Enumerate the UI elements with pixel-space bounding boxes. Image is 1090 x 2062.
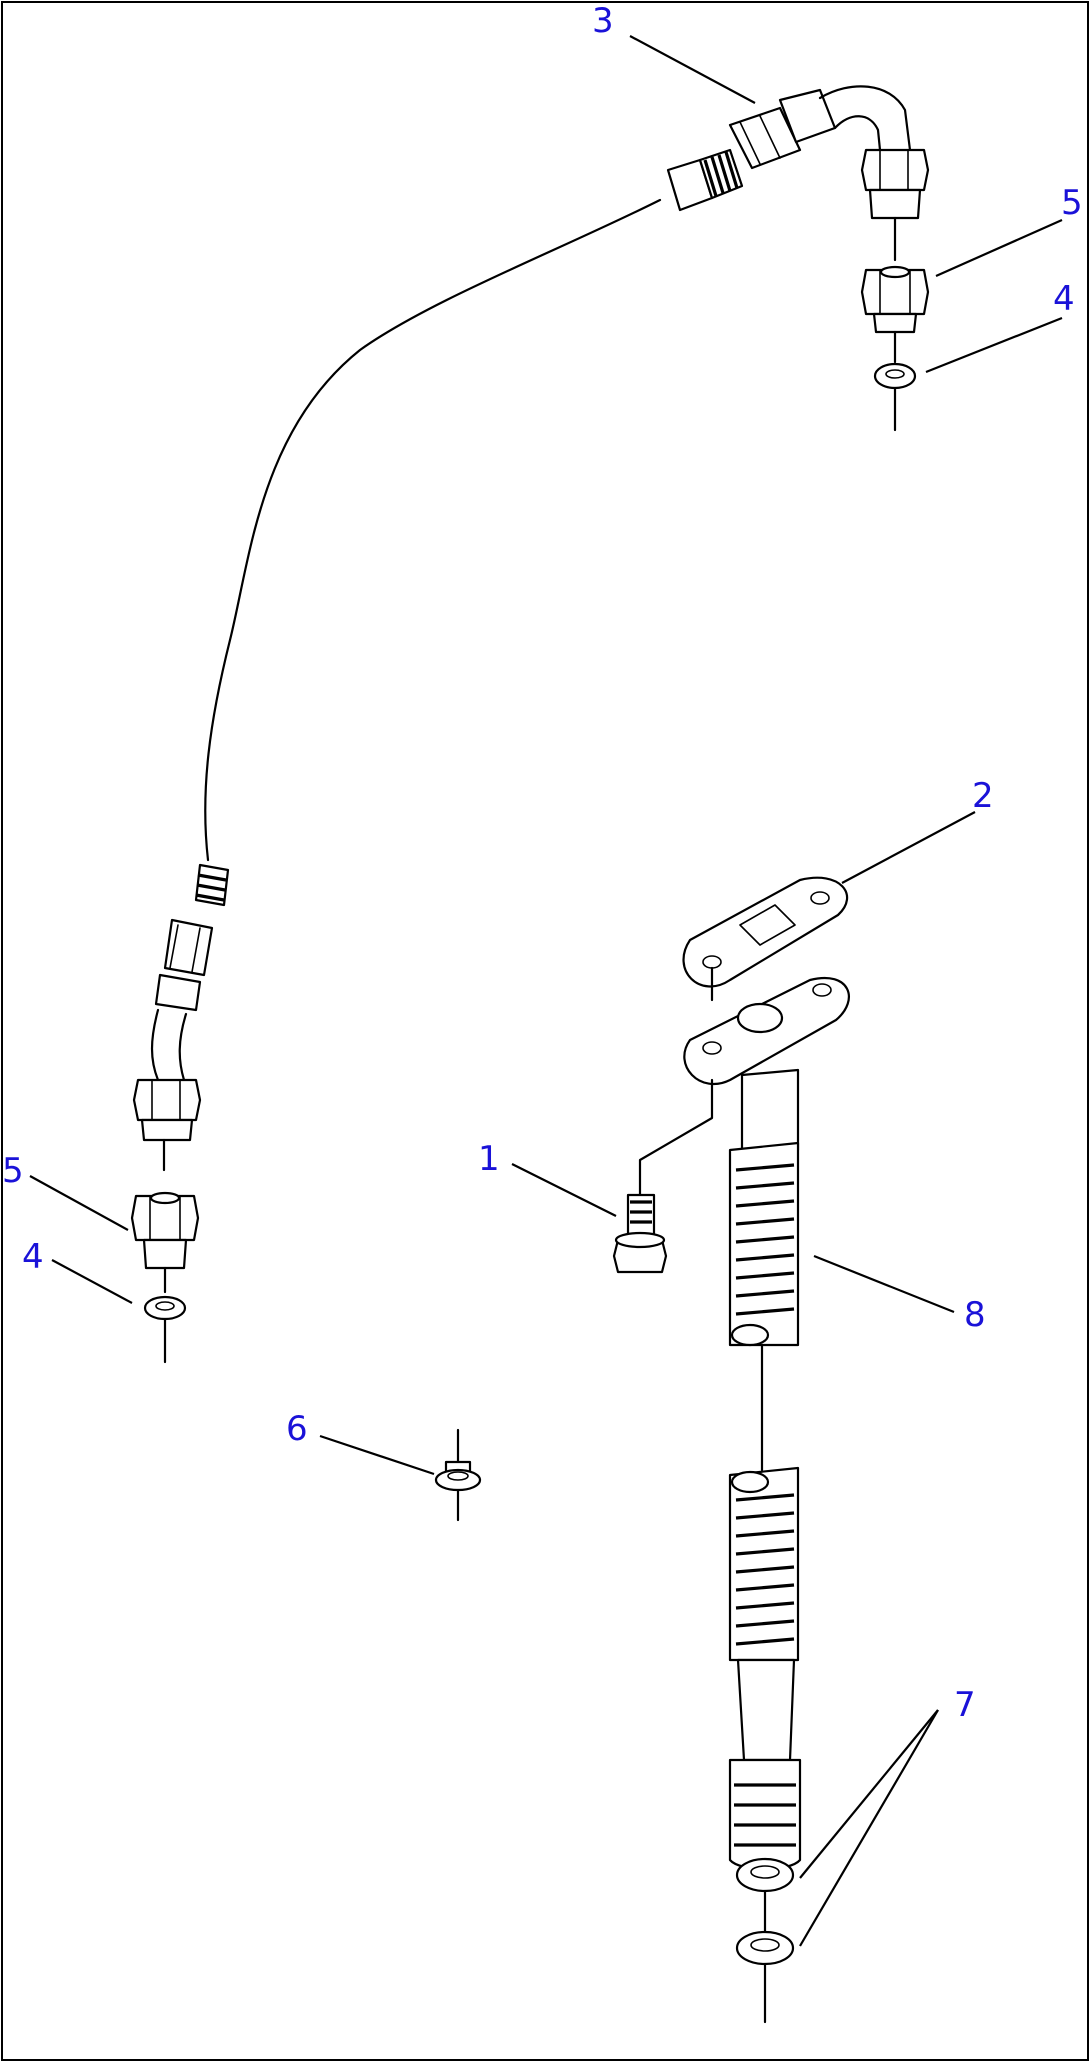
callout-1: 1 bbox=[478, 1139, 500, 1179]
part-4-washer-lower bbox=[143, 1295, 187, 1364]
leader-3 bbox=[629, 35, 756, 104]
callout-7: 7 bbox=[954, 1685, 976, 1725]
part-5-nut-lower bbox=[130, 1191, 200, 1294]
leader-7b bbox=[799, 1709, 939, 1947]
leader-1 bbox=[511, 1163, 617, 1217]
leader-2 bbox=[841, 811, 976, 884]
part-4-washer-upper bbox=[873, 362, 917, 432]
part-3-lower-end bbox=[132, 863, 230, 1172]
leader-5-upper bbox=[935, 218, 1063, 278]
part-8-drain-tube bbox=[683, 977, 850, 1877]
part-5-nut-upper bbox=[860, 265, 930, 364]
callout-4-upper: 4 bbox=[1053, 279, 1075, 319]
callout-3: 3 bbox=[592, 1, 614, 41]
leader-8 bbox=[813, 1254, 955, 1314]
callout-2: 2 bbox=[972, 776, 994, 816]
callout-4-lower: 4 bbox=[22, 1237, 44, 1277]
leader-4-upper bbox=[925, 316, 1063, 374]
part-2-gasket bbox=[682, 876, 849, 1002]
callout-5-upper: 5 bbox=[1061, 183, 1083, 223]
leader-5-lower bbox=[29, 1175, 129, 1231]
part-7-washers bbox=[735, 1857, 795, 2024]
leader-4-lower bbox=[51, 1259, 133, 1304]
callout-8: 8 bbox=[964, 1295, 986, 1335]
leader-6 bbox=[319, 1434, 435, 1476]
leader-lines bbox=[29, 35, 1063, 1947]
part-1-bolt bbox=[612, 1078, 714, 1274]
part-3-oil-tube bbox=[204, 85, 930, 862]
callout-labels: 3 5 4 2 5 1 8 4 6 7 bbox=[2, 1, 1083, 1725]
leader-7a bbox=[799, 1709, 939, 1879]
callout-5-lower: 5 bbox=[2, 1151, 24, 1191]
part-6-nut bbox=[434, 1428, 482, 1522]
callout-6: 6 bbox=[286, 1409, 308, 1449]
